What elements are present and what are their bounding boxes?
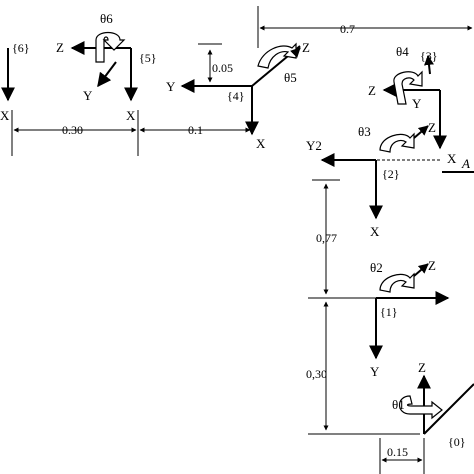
frame-2-joint-z-axis: [413, 263, 429, 277]
dimension-0-77-label: 0,77: [316, 231, 337, 245]
joint-5-rotation-icon: Z θ5: [257, 40, 310, 85]
joint-2-label: θ2: [370, 260, 383, 275]
dimension-0-05: 0.05: [198, 43, 233, 83]
frame-5-y-axis: [97, 61, 117, 88]
dimension-0-1-label: 0.1: [188, 123, 203, 137]
dimension-0-30-side-label: 0,30: [306, 367, 327, 381]
frame-2-group: Y2 {2} X: [306, 138, 440, 239]
frame-5-y-label: Y: [83, 88, 93, 103]
dimension-0-30-top-label: 0.30: [62, 123, 83, 137]
frame-2-label: {2}: [382, 167, 400, 181]
joint-4-label: θ4: [396, 44, 409, 59]
frame-5-joint-z-axis: [290, 47, 301, 58]
dimension-0-15-label: 0.15: [387, 445, 408, 459]
dimension-0-05-label: 0.05: [212, 61, 233, 75]
dimension-0-7: 0.7: [257, 6, 473, 48]
joint-2-rotation-icon: Z θ2: [370, 258, 436, 293]
frame-3-y-label: Y: [412, 96, 422, 111]
dimension-row-top: 0.30 0.1: [11, 110, 251, 156]
frame-0-group: Z {0}: [417, 360, 474, 449]
dimension-0-30-side: 0,30: [306, 301, 420, 435]
joint-3-label: θ3: [358, 124, 371, 139]
dimension-0-7-label: 0.7: [340, 22, 355, 36]
frame-3-y-axis: [424, 55, 434, 75]
frame-3-a-label: A: [461, 156, 470, 171]
frame-2-y-label: Y2: [306, 138, 322, 153]
frame-3-label: {3}: [420, 49, 438, 63]
joint-4-rotation-icon: θ4: [393, 44, 423, 105]
frame-1-x-label: Y: [370, 364, 380, 379]
joint-3-z-label: Z: [428, 120, 436, 135]
frame-5-x-label: X: [126, 108, 136, 123]
dimension-0-77: 0,77: [312, 179, 340, 295]
frame-3-group: Z {3} Y X A: [368, 49, 474, 173]
frame-1-label: {1}: [380, 305, 398, 319]
frame-3-z-label: Z: [368, 83, 376, 98]
frame-1-group: {1} Y: [308, 291, 450, 379]
joint-6-rotation-icon: θ6: [95, 11, 126, 63]
frame-5-group: Z Y X {5}: [56, 40, 157, 123]
frame-4-y-label: Y: [166, 79, 176, 94]
joint-3-rotation-icon: Z θ3: [358, 120, 436, 153]
joint-5-z-label: Z: [302, 40, 310, 55]
frame-5-label: {5}: [139, 51, 157, 65]
frame-3-joint-z-axis: [413, 125, 429, 139]
frame-4-label: {4}: [227, 89, 245, 103]
frame-0-label: {0}: [448, 435, 466, 449]
joint-1-label: θ1: [392, 397, 405, 412]
frame-2-x-label: X: [370, 224, 380, 239]
frame-4-x-label: X: [256, 136, 266, 151]
joint-2-z-label: Z: [428, 258, 436, 273]
joint-1-rotation-icon: θ1: [392, 395, 443, 420]
dimension-0-15: 0.15: [379, 438, 425, 474]
frame-0-link: [423, 383, 474, 435]
joint-6-label: θ6: [100, 11, 113, 26]
frame-6-label: {6}: [12, 41, 30, 55]
frame-6-x-label: X: [0, 108, 10, 123]
frame-0-z-label: Z: [418, 360, 426, 375]
frame-5-z-label: Z: [56, 40, 64, 55]
frame-6-group: {6} X: [0, 41, 30, 123]
joint-5-label: θ5: [284, 70, 297, 85]
frame-3-x-label: X: [447, 151, 457, 166]
frame-4-group: Y {4} X: [166, 45, 301, 151]
